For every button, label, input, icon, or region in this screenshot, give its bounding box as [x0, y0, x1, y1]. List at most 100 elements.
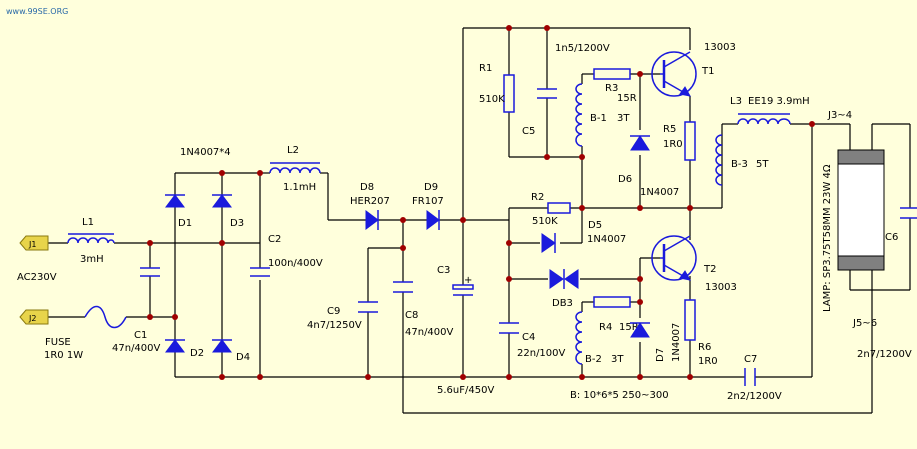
- transistor-t2: [651, 235, 697, 281]
- diode-d1: [165, 194, 185, 208]
- l3-name: L3: [730, 96, 742, 107]
- d4-label: D4: [236, 352, 250, 363]
- c7-name: C7: [744, 354, 757, 365]
- d9-name: D9: [424, 182, 438, 193]
- l2-value: 1.1mH: [283, 182, 316, 193]
- c1-name: C1: [134, 330, 147, 341]
- c9-name: C9: [327, 306, 340, 317]
- winding-b2: [575, 311, 583, 365]
- l1-name: L1: [82, 217, 94, 228]
- lamp-j34: J3~4: [827, 110, 852, 121]
- transistor-t1: [651, 51, 697, 97]
- resistor-r5: [684, 121, 696, 161]
- resistor-r6: [684, 299, 696, 341]
- diode-d7: [630, 322, 650, 338]
- svg-text:J2: J2: [28, 314, 36, 323]
- d8-value: HER207: [350, 196, 390, 207]
- diac-db3: [549, 269, 579, 289]
- c4-name: C4: [522, 332, 535, 343]
- svg-text:J1: J1: [28, 240, 36, 249]
- c8-name: C8: [405, 310, 418, 321]
- t1-name: T1: [701, 66, 714, 77]
- d8-name: D8: [360, 182, 374, 193]
- c5-name: C5: [522, 126, 535, 137]
- d9-value: FR107: [412, 196, 444, 207]
- capacitor-c3: [452, 284, 474, 296]
- fuse-symbol: [84, 305, 127, 329]
- r1-name: R1: [479, 63, 492, 74]
- c6-name: C6: [885, 232, 898, 243]
- resistor-r1: [503, 74, 515, 113]
- r3-value: 15R: [617, 93, 637, 104]
- diode-d8: [365, 210, 379, 230]
- r1-value: 510K: [479, 94, 505, 105]
- d6-name: D6: [618, 174, 632, 185]
- resistor-r2: [547, 202, 571, 214]
- watermark: www.99SE.ORG: [6, 7, 68, 16]
- capacitor-c6: [900, 207, 917, 219]
- l3-value: EE19 3.9mH: [748, 96, 810, 107]
- lamp-spec: LAMP: SP3.75T58MM 23W 4Ω: [822, 164, 833, 312]
- fuse-name: FUSE: [45, 337, 71, 348]
- b1-turns: 3T: [617, 113, 630, 124]
- diode-d4: [212, 339, 232, 353]
- b1-name: B-1: [590, 113, 607, 124]
- c8-value: 47n/400V: [405, 327, 454, 338]
- c2-value: 100n/400V: [268, 258, 323, 269]
- capacitor-c9: [358, 301, 378, 313]
- resistor-r4: [593, 296, 631, 308]
- winding-b3: [715, 134, 723, 186]
- r6-name: R6: [698, 342, 711, 353]
- d6-part: 1N4007: [640, 187, 679, 198]
- d5-part: 1N4007: [587, 234, 626, 245]
- r3-name: R3: [605, 83, 618, 94]
- c7-value: 2n2/1200V: [727, 391, 782, 402]
- c5-value: 1n5/1200V: [555, 43, 610, 54]
- inductor-l1: [67, 233, 115, 244]
- diode-d3: [212, 194, 232, 208]
- capacitor-c4: [499, 322, 519, 334]
- b3-turns: 5T: [756, 159, 769, 170]
- t1-part: 13003: [704, 42, 736, 53]
- t2-name: T2: [703, 264, 716, 275]
- d2-label: D2: [190, 348, 204, 359]
- b3-name: B-3: [731, 159, 748, 170]
- l1-value: 3mH: [80, 254, 104, 265]
- r6-value: 1R0: [698, 356, 718, 367]
- c9-value: 4n7/1250V: [307, 320, 362, 331]
- d7-name: D7: [655, 348, 666, 362]
- junction-dots: [147, 25, 815, 380]
- core-spec: B: 10*6*5 250~300: [570, 390, 669, 401]
- wires: [48, 27, 911, 414]
- t2-part: 13003: [705, 282, 737, 293]
- capacitor-c2: [250, 267, 270, 277]
- c3-plus: +: [464, 275, 472, 286]
- b2-turns: 3T: [611, 354, 624, 365]
- d1-label: D1: [178, 218, 192, 229]
- capacitor-c5: [537, 88, 557, 99]
- fuse-value: 1R0 1W: [44, 350, 83, 361]
- d3-label: D3: [230, 218, 244, 229]
- db3-name: DB3: [552, 298, 573, 309]
- c1-value: 47n/400V: [112, 343, 161, 354]
- c3-value: 5.6uF/450V: [437, 385, 494, 396]
- r4-value: 15R: [619, 322, 639, 333]
- resistor-r3: [593, 68, 631, 80]
- ac-input-label: AC230V: [17, 272, 57, 283]
- bridge-title: 1N4007*4: [180, 147, 231, 158]
- c4-value: 22n/100V: [517, 348, 566, 359]
- inductor-l2: [269, 162, 321, 174]
- b2-name: B-2: [585, 354, 602, 365]
- r2-value: 510K: [532, 216, 558, 227]
- capacitor-c8: [393, 281, 413, 293]
- connector-j1: J1: [19, 235, 49, 251]
- r5-name: R5: [663, 124, 676, 135]
- diode-d6: [630, 135, 650, 151]
- diode-d9: [426, 210, 440, 230]
- capacitor-c1: [140, 267, 160, 277]
- r5-value: 1R0: [663, 139, 683, 150]
- diode-d2: [165, 339, 185, 353]
- c2-name: C2: [268, 234, 281, 245]
- d5-name: D5: [588, 220, 602, 231]
